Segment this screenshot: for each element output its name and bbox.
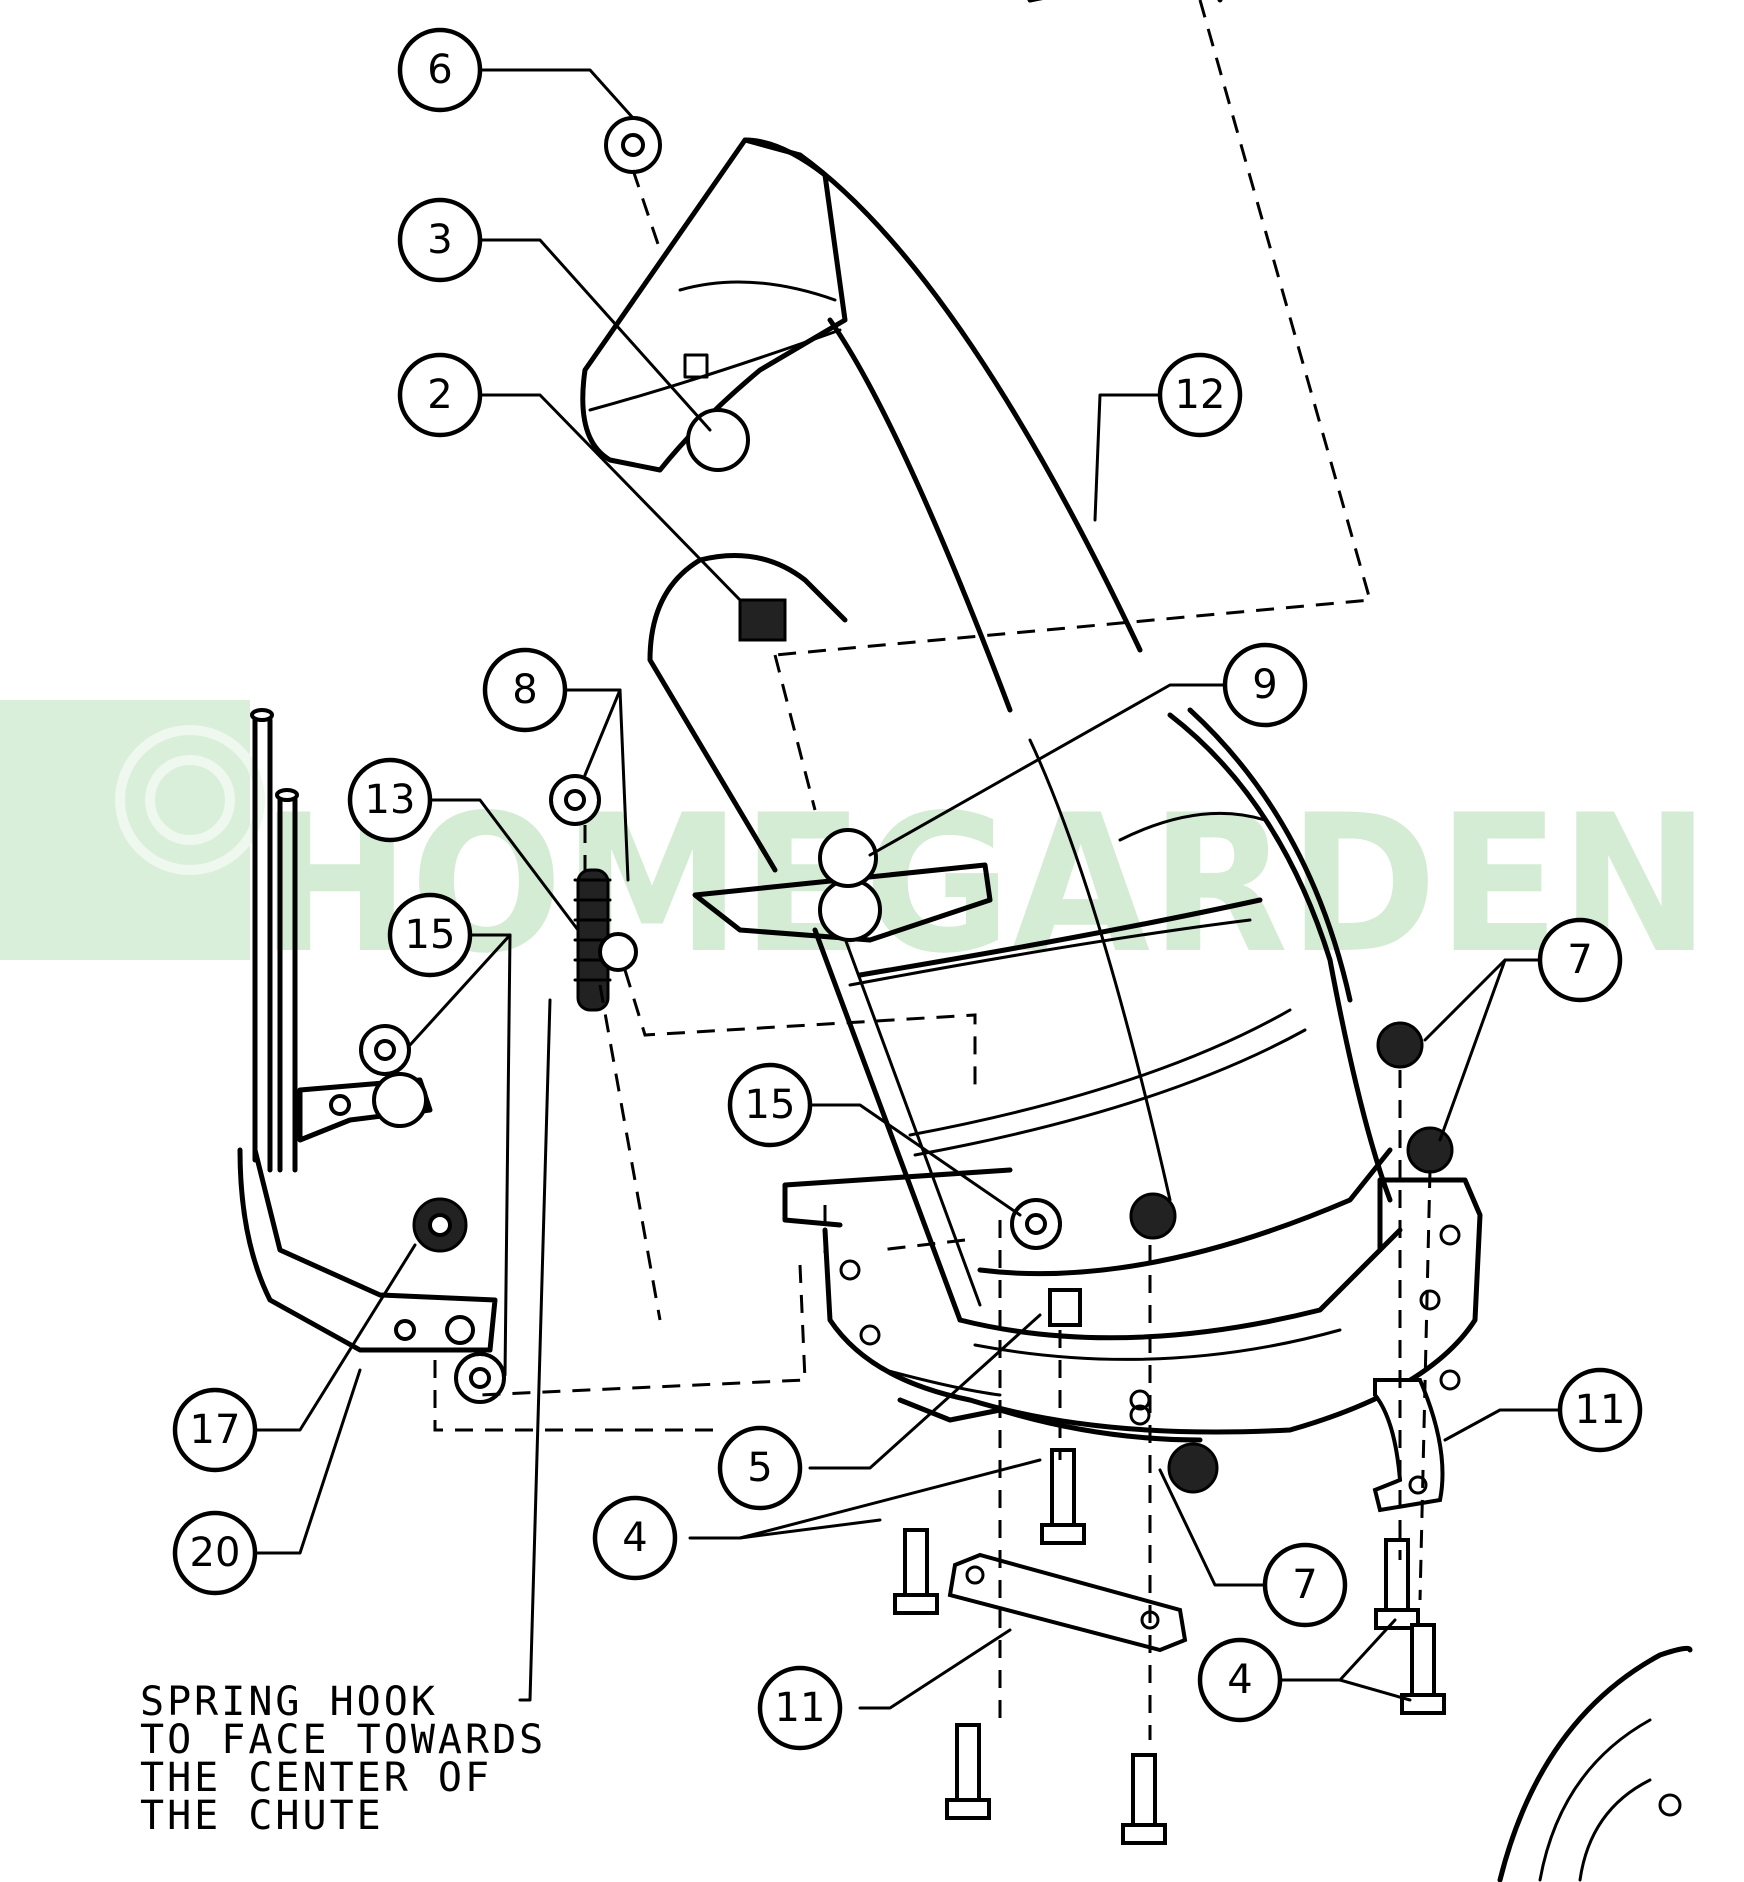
bolt-4c bbox=[1374, 1538, 1420, 1630]
svg-text:4: 4 bbox=[622, 1515, 647, 1561]
assembly-lines bbox=[433, 0, 1432, 1740]
svg-text:11: 11 bbox=[1575, 1387, 1626, 1433]
watermark: HOMEGARDEN bbox=[0, 700, 1710, 995]
keeper-plate-11a bbox=[947, 1552, 1188, 1653]
callout-17: 17 bbox=[172, 1387, 258, 1473]
keeper-plates bbox=[947, 1378, 1445, 1653]
callout-3: 3 bbox=[397, 197, 483, 283]
assembly-note: SPRING HOOK TO FACE TOWARDS THE CENTER O… bbox=[140, 1679, 546, 1839]
callout-7-right: 7 bbox=[1537, 917, 1623, 1003]
watermark-spiral-icon bbox=[115, 725, 265, 875]
bolt-4e bbox=[945, 1723, 991, 1820]
callout-15-center: 15 bbox=[727, 1062, 813, 1148]
washer-13 bbox=[598, 932, 638, 972]
svg-text:4: 4 bbox=[1227, 1657, 1252, 1703]
svg-text:9: 9 bbox=[1252, 662, 1277, 708]
callout-6: 6 bbox=[397, 27, 483, 113]
bolt-4f bbox=[1121, 1753, 1167, 1845]
svg-text:6: 6 bbox=[427, 47, 452, 93]
chute-tilt-bracket bbox=[692, 828, 993, 943]
svg-text:7: 7 bbox=[1292, 1562, 1317, 1608]
bolt-4a bbox=[893, 1528, 939, 1615]
svg-text:3: 3 bbox=[427, 217, 452, 263]
chute-deflector bbox=[580, 0, 1223, 873]
callout-4-center: 4 bbox=[592, 1495, 678, 1581]
svg-text:15: 15 bbox=[405, 912, 456, 958]
callout-11-right: 11 bbox=[1557, 1367, 1643, 1453]
bolt-5 bbox=[1048, 1288, 1082, 1327]
svg-text:THE CENTER OF: THE CENTER OF bbox=[140, 1755, 492, 1801]
callout-20: 20 bbox=[172, 1510, 258, 1596]
svg-text:THE CHUTE: THE CHUTE bbox=[140, 1793, 384, 1839]
callout-7-lower: 7 bbox=[1262, 1542, 1348, 1628]
svg-text:20: 20 bbox=[190, 1530, 241, 1576]
svg-text:13: 13 bbox=[365, 777, 416, 823]
nut-7c bbox=[1129, 1192, 1177, 1240]
callout-12: 12 bbox=[1157, 352, 1243, 438]
callout-9: 9 bbox=[1222, 642, 1308, 728]
callout-5: 5 bbox=[717, 1425, 803, 1511]
svg-text:2: 2 bbox=[427, 372, 452, 418]
svg-text:SPRING HOOK: SPRING HOOK bbox=[140, 1679, 438, 1725]
callout-15-left: 15 bbox=[387, 892, 473, 978]
nut-7b bbox=[1406, 1126, 1454, 1174]
callout-11-lower: 11 bbox=[757, 1665, 843, 1751]
callout-13: 13 bbox=[347, 757, 433, 843]
callout-8: 8 bbox=[482, 647, 568, 733]
callout-4-right: 4 bbox=[1197, 1637, 1283, 1723]
svg-text:5: 5 bbox=[747, 1445, 772, 1491]
svg-text:12: 12 bbox=[1175, 372, 1226, 418]
auger-housing-partial bbox=[1497, 1645, 1693, 1882]
svg-text:17: 17 bbox=[190, 1407, 241, 1453]
control-rod-assembly bbox=[237, 708, 498, 1353]
keeper-plate-11b bbox=[1372, 1378, 1445, 1513]
svg-text:15: 15 bbox=[745, 1082, 796, 1128]
svg-text:TO FACE TOWARDS: TO FACE TOWARDS bbox=[140, 1717, 546, 1763]
svg-text:8: 8 bbox=[512, 667, 537, 713]
bolt-4b bbox=[1040, 1448, 1086, 1545]
watermark-text: HOMEGARDEN bbox=[260, 774, 1710, 995]
svg-text:7: 7 bbox=[1567, 937, 1592, 983]
callout-2: 2 bbox=[397, 352, 483, 438]
nut-7d bbox=[1167, 1442, 1219, 1494]
svg-text:11: 11 bbox=[775, 1685, 826, 1731]
leader-lines bbox=[213, 68, 1562, 1710]
nut-7a bbox=[1376, 1021, 1424, 1069]
bolt-4d bbox=[1400, 1623, 1446, 1715]
chute-body bbox=[812, 707, 1403, 1361]
